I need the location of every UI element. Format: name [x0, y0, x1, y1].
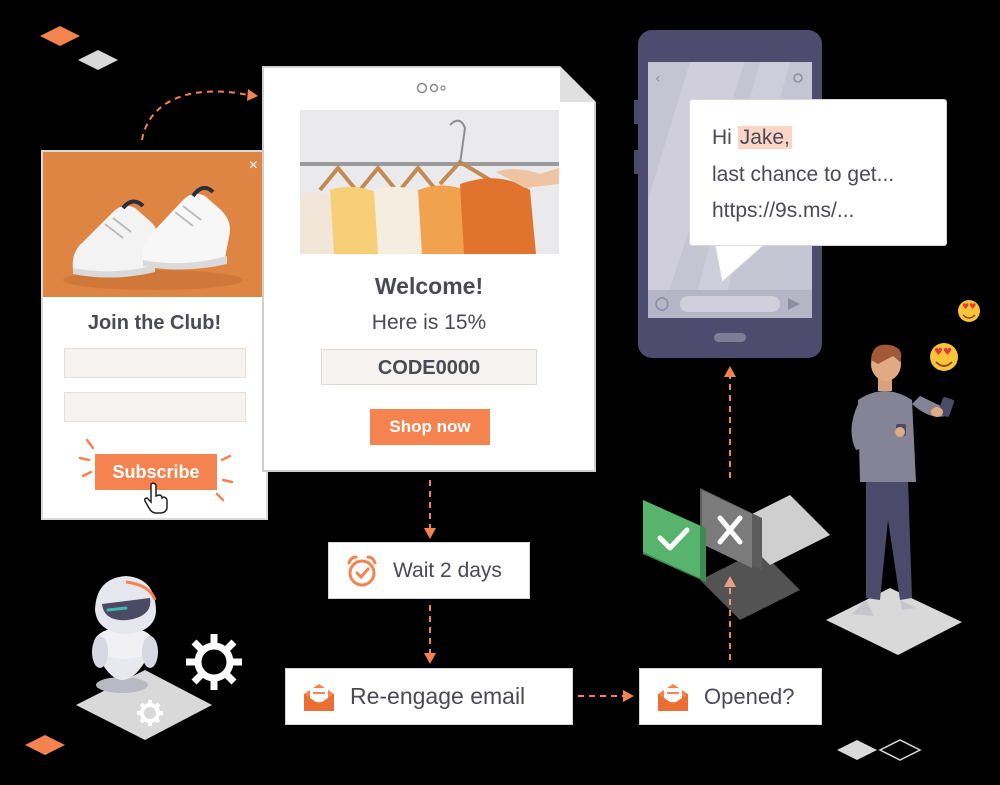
shop-now-button[interactable]: Shop now: [370, 409, 490, 445]
gear-icon: [186, 634, 242, 690]
svg-text:♥♥: ♥♥: [962, 302, 976, 311]
email-heading: Welcome!: [374, 273, 484, 299]
decor-diamond-orange-bottom: [25, 735, 65, 755]
popup-title: Join the Club!: [87, 312, 222, 334]
wait-label: Wait 2 days: [393, 558, 502, 582]
open-envelope-icon: [658, 683, 688, 711]
decision-cards: [643, 488, 830, 620]
promo-code: CODE0000: [321, 349, 537, 385]
sms-line-2: last chance to get...: [712, 163, 895, 186]
svg-text:‹: ‹: [655, 71, 661, 87]
popup-hero-image: ×: [43, 152, 266, 297]
x-icon: [717, 515, 743, 545]
sms-greeting: Hi: [712, 126, 732, 149]
decor-diamond-orange: [40, 26, 80, 46]
reengage-label: Re-engage email: [350, 683, 526, 709]
email-offer: Here is 15%: [371, 311, 487, 334]
sms-name: Jake,: [737, 126, 792, 149]
svg-text:♥♥: ♥♥: [934, 347, 952, 358]
close-icon[interactable]: ×: [248, 157, 258, 174]
decor-diamond-grey: [78, 50, 118, 70]
robot-illustration: [76, 576, 212, 740]
arrow-popup-to-email: [141, 90, 249, 141]
pointer-hand-icon: [144, 482, 168, 514]
opened-step: Opened?: [639, 668, 822, 725]
sms-link: https://9s.ms/...: [712, 199, 855, 222]
subscribe-button[interactable]: Subscribe: [95, 454, 217, 490]
clothing-rack-image: [300, 110, 559, 254]
email-field[interactable]: [64, 392, 246, 422]
window-dots: [416, 82, 446, 94]
name-field[interactable]: [64, 348, 246, 378]
gear-icon-small: [137, 700, 163, 726]
decor-diamond-grey-bottom: [837, 740, 877, 760]
burst-lines: [78, 438, 234, 502]
open-envelope-icon: [304, 683, 334, 711]
sms-bubble: Hi Jake, last chance to get... https://9…: [689, 99, 947, 246]
reengage-step: Re-engage email: [285, 668, 573, 725]
alarm-clock-icon: [347, 555, 377, 586]
opened-label: Opened?: [704, 683, 795, 709]
sms-line-1: Hi Jake,: [712, 126, 792, 150]
heart-eyes-emoji: ♥♥: [958, 300, 980, 322]
sneakers-image: [63, 185, 243, 290]
signup-popup: × Join the Club! Subscribe: [41, 150, 268, 520]
wait-step: Wait 2 days: [328, 542, 530, 599]
page-fold-corner: [560, 66, 596, 102]
welcome-email: Welcome! Here is 15% CODE0000 Shop now: [262, 66, 596, 472]
heart-eyes-emoji-large: ♥♥: [930, 343, 958, 371]
person-illustration: [826, 344, 962, 655]
decor-diamond-outline: [878, 739, 922, 761]
check-icon: [657, 527, 690, 551]
